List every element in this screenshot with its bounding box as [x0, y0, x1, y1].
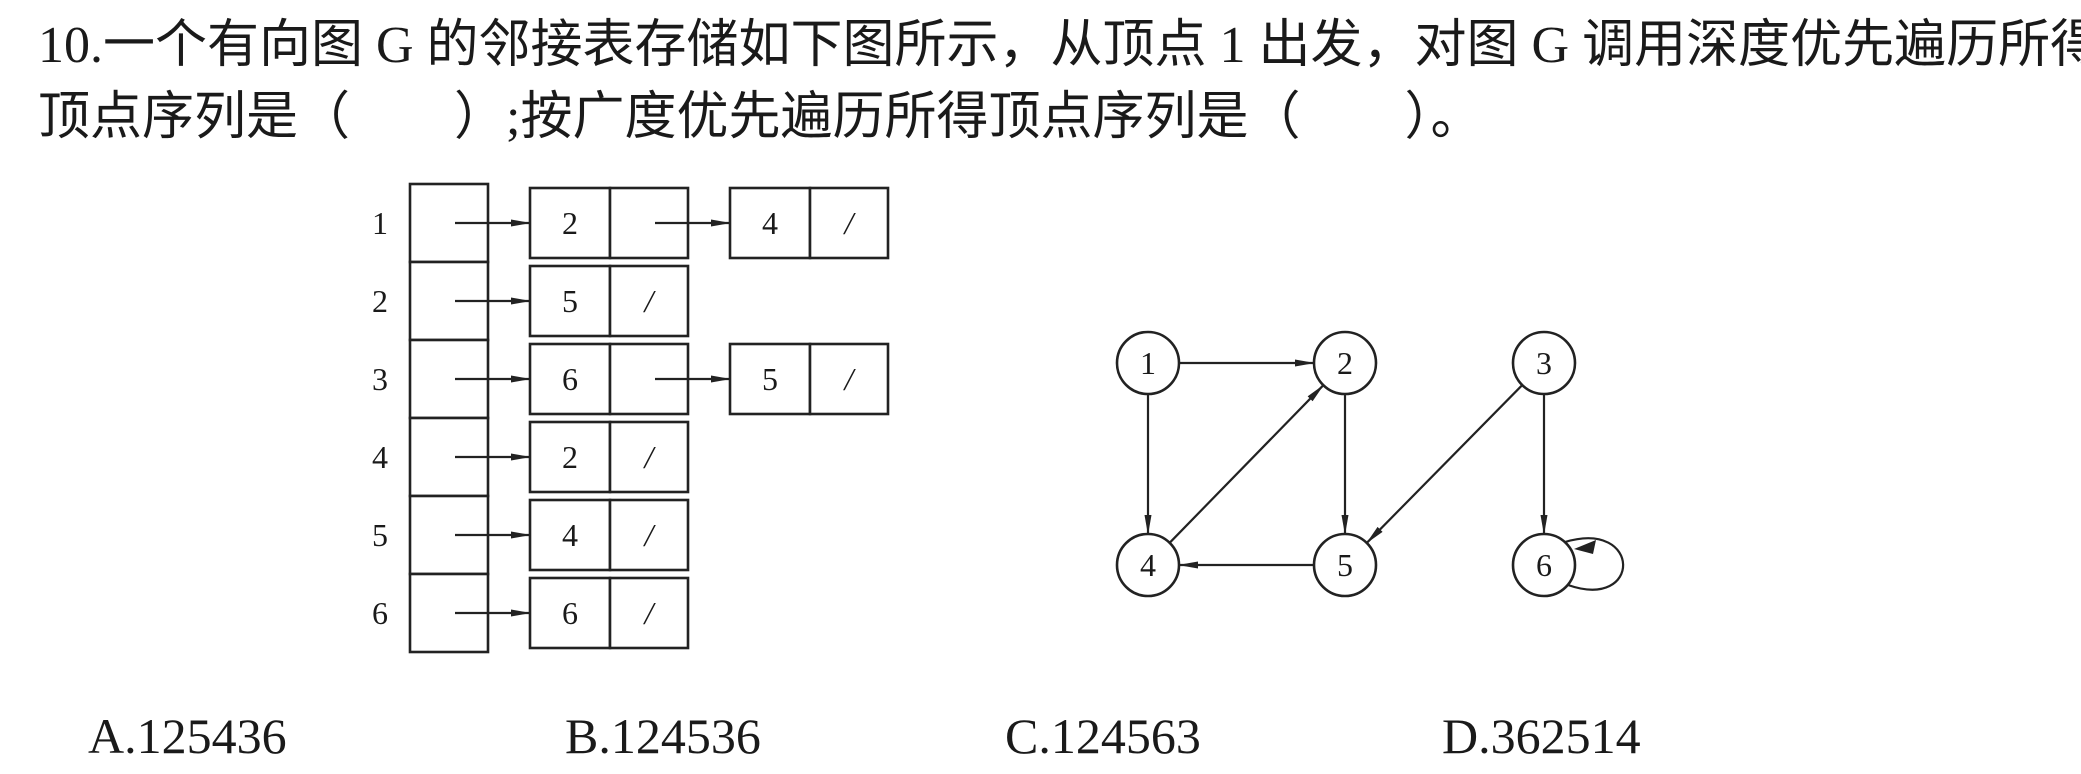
edge-node-data-cell [528, 498, 612, 572]
edge-node-data-cell [528, 420, 612, 494]
node-label: 5 [1337, 547, 1353, 583]
self-loop-edge-6 [1564, 537, 1625, 591]
edge-node-link-cell [808, 186, 890, 260]
edge-node-link-cell [608, 420, 690, 494]
edge-node-value: 4 [562, 517, 578, 553]
directed-graph: 1 2 3 4 5 6 [1115, 330, 1625, 598]
node-label: 4 [1140, 547, 1156, 583]
node-label: 2 [1337, 345, 1353, 381]
adjacency-row-4: 4 2 / [372, 416, 690, 498]
edge-node-link-cell [608, 576, 690, 650]
vertex-label: 6 [372, 595, 388, 631]
vertex-label: 1 [372, 205, 388, 241]
question-text: 10.一个有向图 G 的邻接表存储如下图所示，从顶点 1 出发，对图 G 调用深… [38, 10, 2081, 154]
adjacency-row-5: 5 4 / [372, 494, 690, 576]
option-b[interactable]: B.124536 [565, 708, 761, 764]
edge-node-link-cell [608, 264, 690, 338]
vertex-label: 2 [372, 283, 388, 319]
node-circle [1312, 532, 1378, 598]
option-a[interactable]: A.125436 [88, 708, 287, 764]
adjacency-row-1: 1 2 4 / [372, 182, 890, 264]
null-pointer-mark: / [643, 517, 657, 553]
node-circle [1511, 330, 1577, 396]
null-pointer-mark: / [843, 361, 857, 397]
node-label: 1 [1140, 345, 1156, 381]
edge-node-data-cell [528, 264, 612, 338]
graph-node-5: 5 [1312, 532, 1378, 598]
edge-node-value: 2 [562, 439, 578, 475]
vertex-label: 5 [372, 517, 388, 553]
edge-node-data-cell [528, 186, 612, 260]
null-pointer-mark: / [643, 595, 657, 631]
null-pointer-mark: / [643, 283, 657, 319]
edge-node-value: 5 [762, 361, 778, 397]
edge-node-value: 6 [562, 361, 578, 397]
graph-node-1: 1 [1115, 330, 1181, 396]
node-label: 6 [1536, 547, 1552, 583]
vertex-label: 4 [372, 439, 388, 475]
edge-node-value: 6 [562, 595, 578, 631]
edge-node-data-cell [528, 576, 612, 650]
option-d[interactable]: D.362514 [1442, 708, 1641, 764]
graph-node-4: 4 [1115, 532, 1181, 598]
edge-node-value: 4 [762, 205, 778, 241]
edge-node-value: 5 [562, 283, 578, 319]
adjacency-row-3: 3 6 5 / [372, 338, 890, 420]
node-circle [1115, 532, 1181, 598]
edge-4-to-2 [1168, 384, 1325, 544]
node-circle [1312, 330, 1378, 396]
adjacency-list: 1 2 4 / 2 5 / 3 6 5 / 4 2 / 5 4 / 6 6 / [372, 182, 890, 654]
edge-node-data-cell [528, 342, 612, 416]
answer-options: A.125436 B.124536 C.124563 D.362514 [0, 700, 2081, 772]
graph-node-6: 6 [1511, 532, 1577, 598]
node-circle [1115, 330, 1181, 396]
edge-node-link-cell [608, 498, 690, 572]
graph-node-2: 2 [1312, 330, 1378, 396]
node-circle [1511, 532, 1577, 598]
null-pointer-mark: / [843, 205, 857, 241]
option-c[interactable]: C.124563 [1005, 708, 1201, 764]
null-pointer-mark: / [643, 439, 657, 475]
adjacency-row-6: 6 6 / [372, 572, 690, 654]
edge-node-value: 2 [562, 205, 578, 241]
node-label: 3 [1536, 345, 1552, 381]
edge-node-link-cell [808, 342, 890, 416]
adjacency-row-2: 2 5 / [372, 260, 690, 342]
graph-node-3: 3 [1511, 330, 1577, 396]
edge-3-to-5 [1365, 384, 1524, 544]
question-line-1: 10.一个有向图 G 的邻接表存储如下图所示，从顶点 1 出发，对图 G 调用深… [38, 17, 2081, 74]
self-loop-arrowhead [1574, 540, 1596, 554]
question-line-2: 顶点序列是（ ）;按广度优先遍历所得顶点序列是（ ）。 [38, 89, 1483, 146]
vertex-label: 3 [372, 361, 388, 397]
